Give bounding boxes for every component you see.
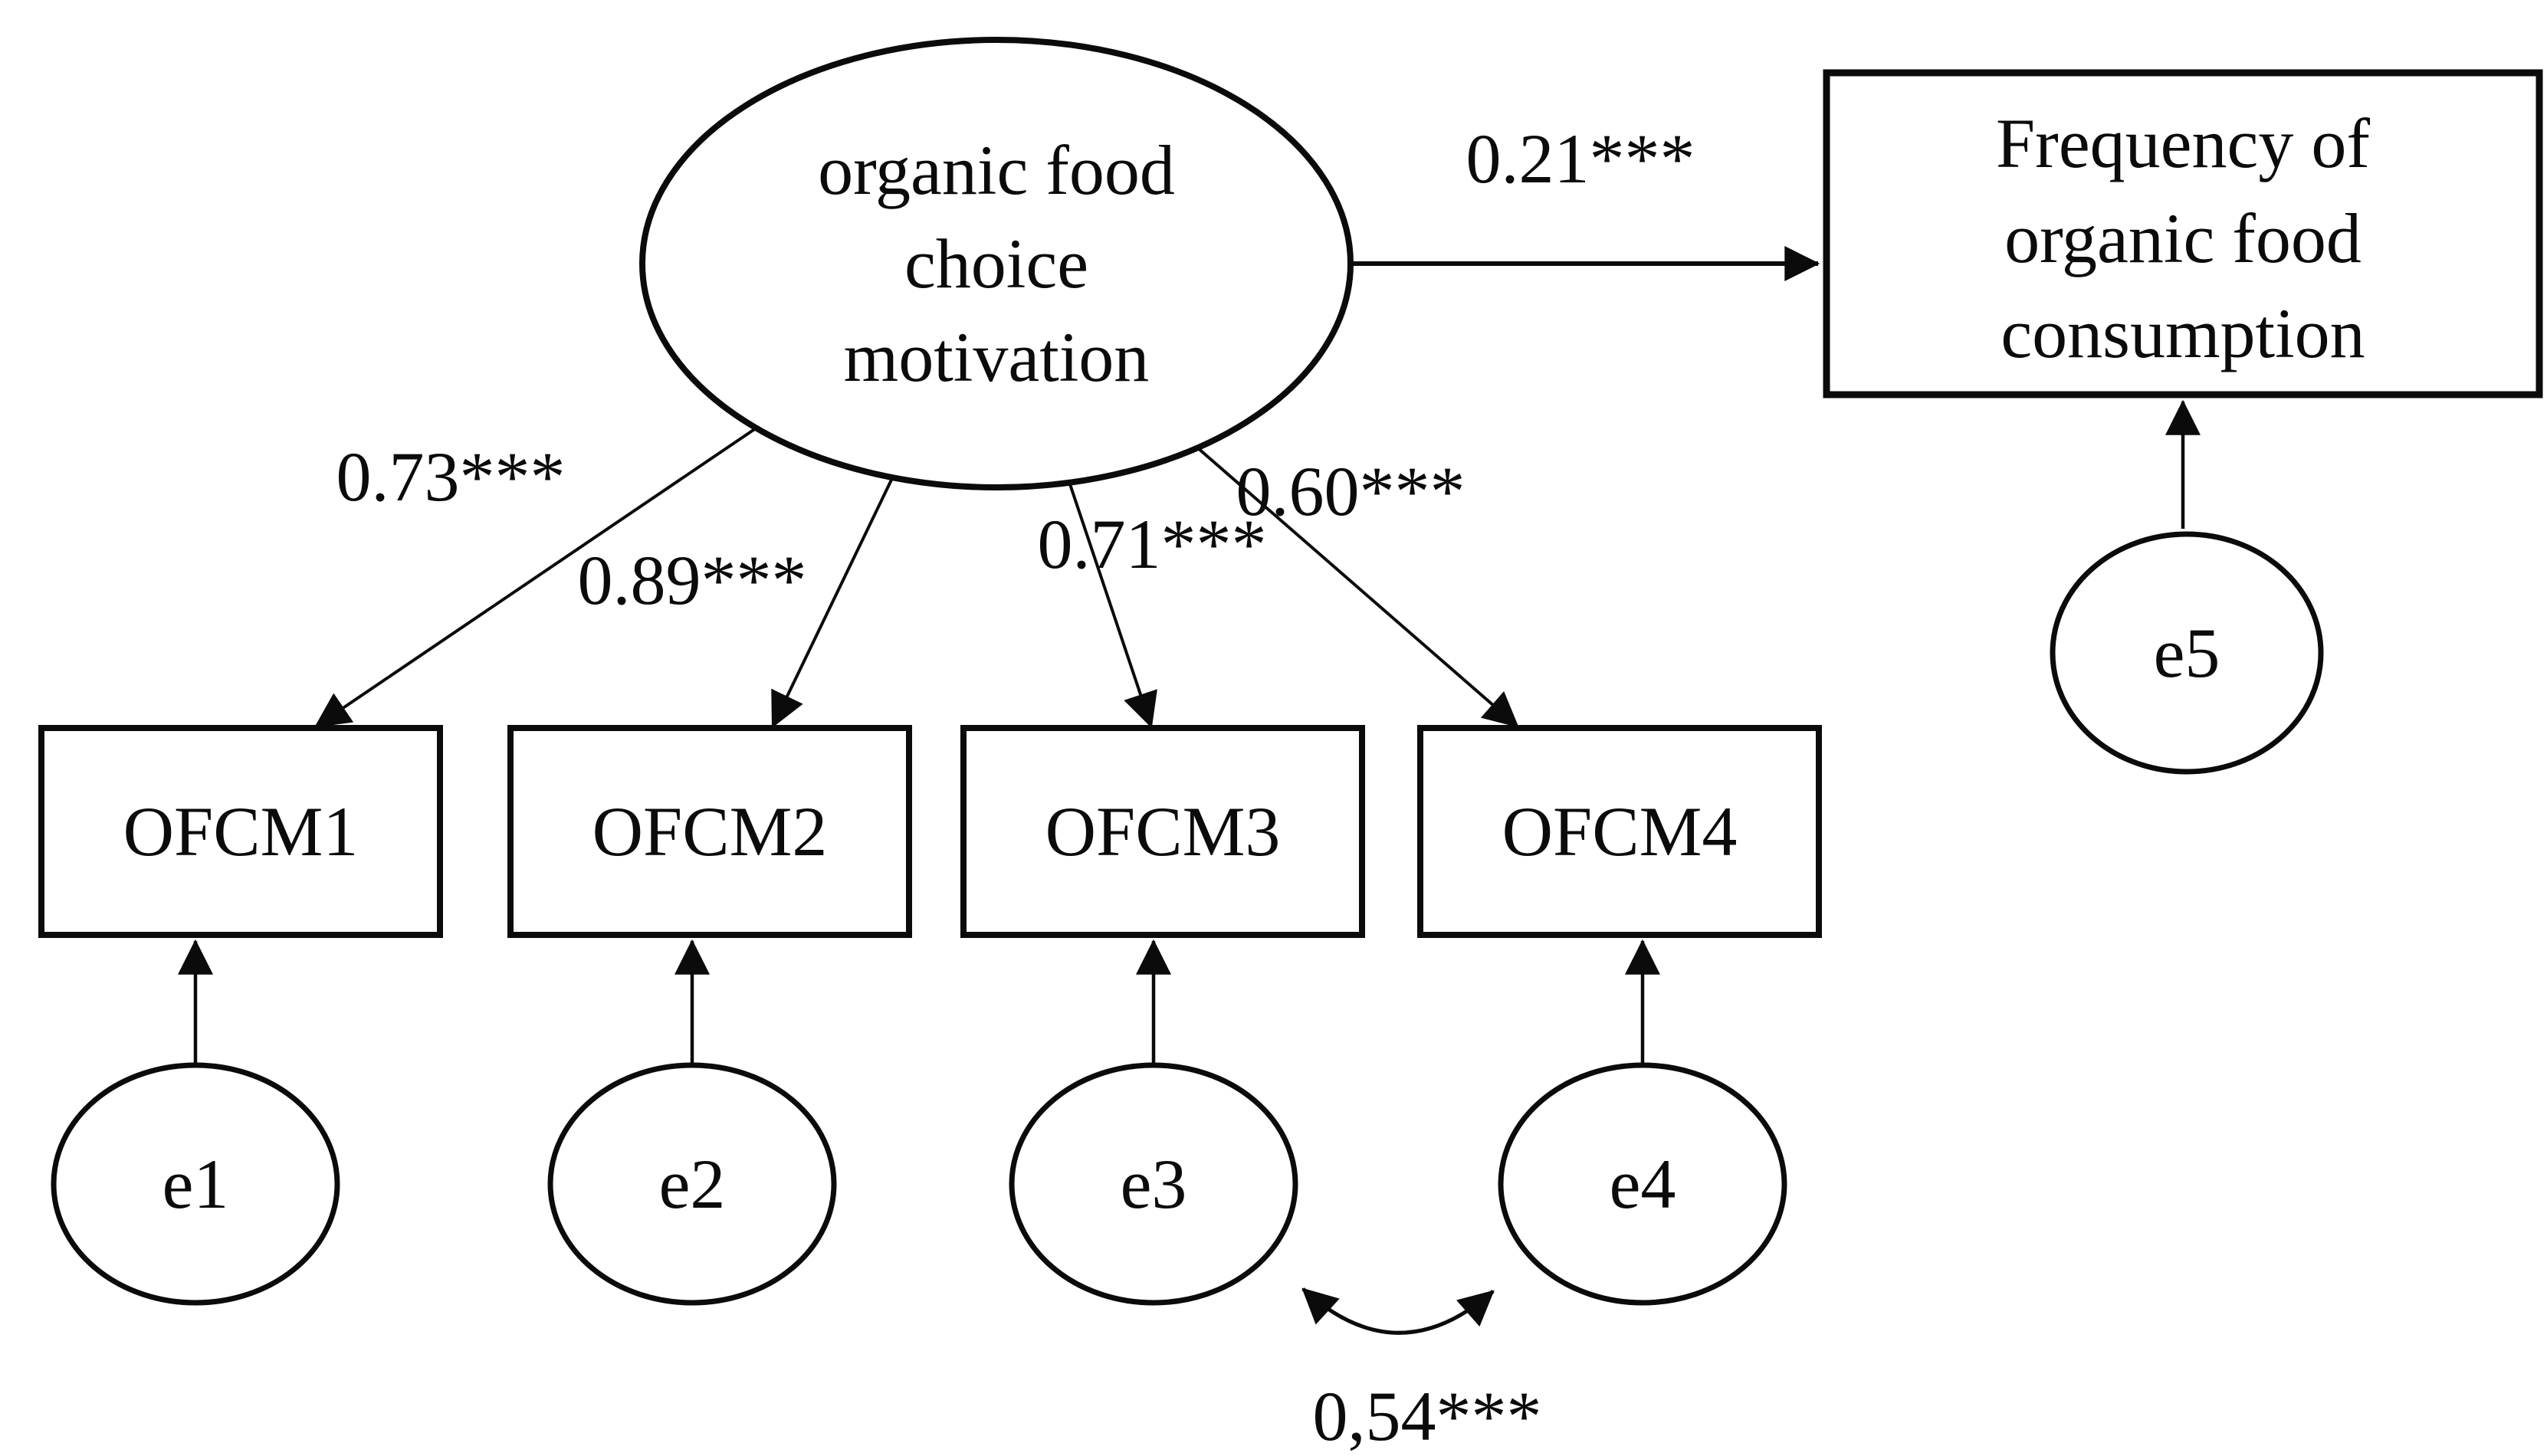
error-circle-e1 [51, 1062, 340, 1306]
indicator-label-ofcm1: OFCM1 [123, 792, 359, 871]
outcome-label-line3: consumption [2001, 294, 2365, 372]
error-label-e5: e5 [2154, 614, 2220, 692]
loading-label-ofcm4: 0.60*** [1236, 452, 1466, 530]
indicator-label-ofcm2: OFCM2 [592, 792, 828, 871]
error-covariance-label: 0,54*** [1313, 1377, 1542, 1455]
outcome-label-line1: Frequency of [1996, 104, 2370, 182]
loading-arrow-ofcm4 [1196, 446, 1519, 728]
loading-label-ofcm2: 0.89*** [578, 541, 807, 619]
error-label-e3: e3 [1121, 1145, 1187, 1223]
error-covariance-arrow [1301, 1287, 1495, 1335]
error-circle-e4 [1498, 1062, 1787, 1306]
error-circle-e3 [1009, 1062, 1298, 1306]
indicator-label-ofcm4: OFCM4 [1502, 792, 1738, 871]
indicator-box-ofcm2 [507, 725, 912, 938]
error-circle-e2 [547, 1062, 837, 1306]
indicator-box-ofcm4 [1417, 725, 1822, 938]
outcome-label-line2: organic food [2004, 199, 2362, 277]
latent-label-line1: organic food [818, 131, 1175, 209]
loading-arrow-ofcm3 [1068, 481, 1157, 729]
indicator-label-ofcm3: OFCM3 [1045, 792, 1281, 871]
regression-coefficient-label: 0.21*** [1466, 120, 1695, 198]
latent-label-line3: motivation [844, 318, 1150, 396]
error-label-e4: e4 [1610, 1145, 1676, 1223]
indicator-box-ofcm1 [38, 725, 443, 938]
loading-label-ofcm3: 0.71*** [1038, 505, 1267, 583]
loading-label-ofcm1: 0.73*** [336, 438, 566, 516]
loading-arrow-ofcm2 [771, 476, 894, 729]
error-label-e1: e1 [162, 1145, 229, 1223]
error-circle-e5 [2050, 531, 2324, 775]
indicator-box-ofcm3 [960, 725, 1365, 938]
latent-label-line2: choice [904, 225, 1088, 303]
outcome-box [1823, 69, 2543, 398]
error-label-e2: e2 [659, 1145, 726, 1223]
loading-arrow-ofcm1 [314, 425, 760, 728]
